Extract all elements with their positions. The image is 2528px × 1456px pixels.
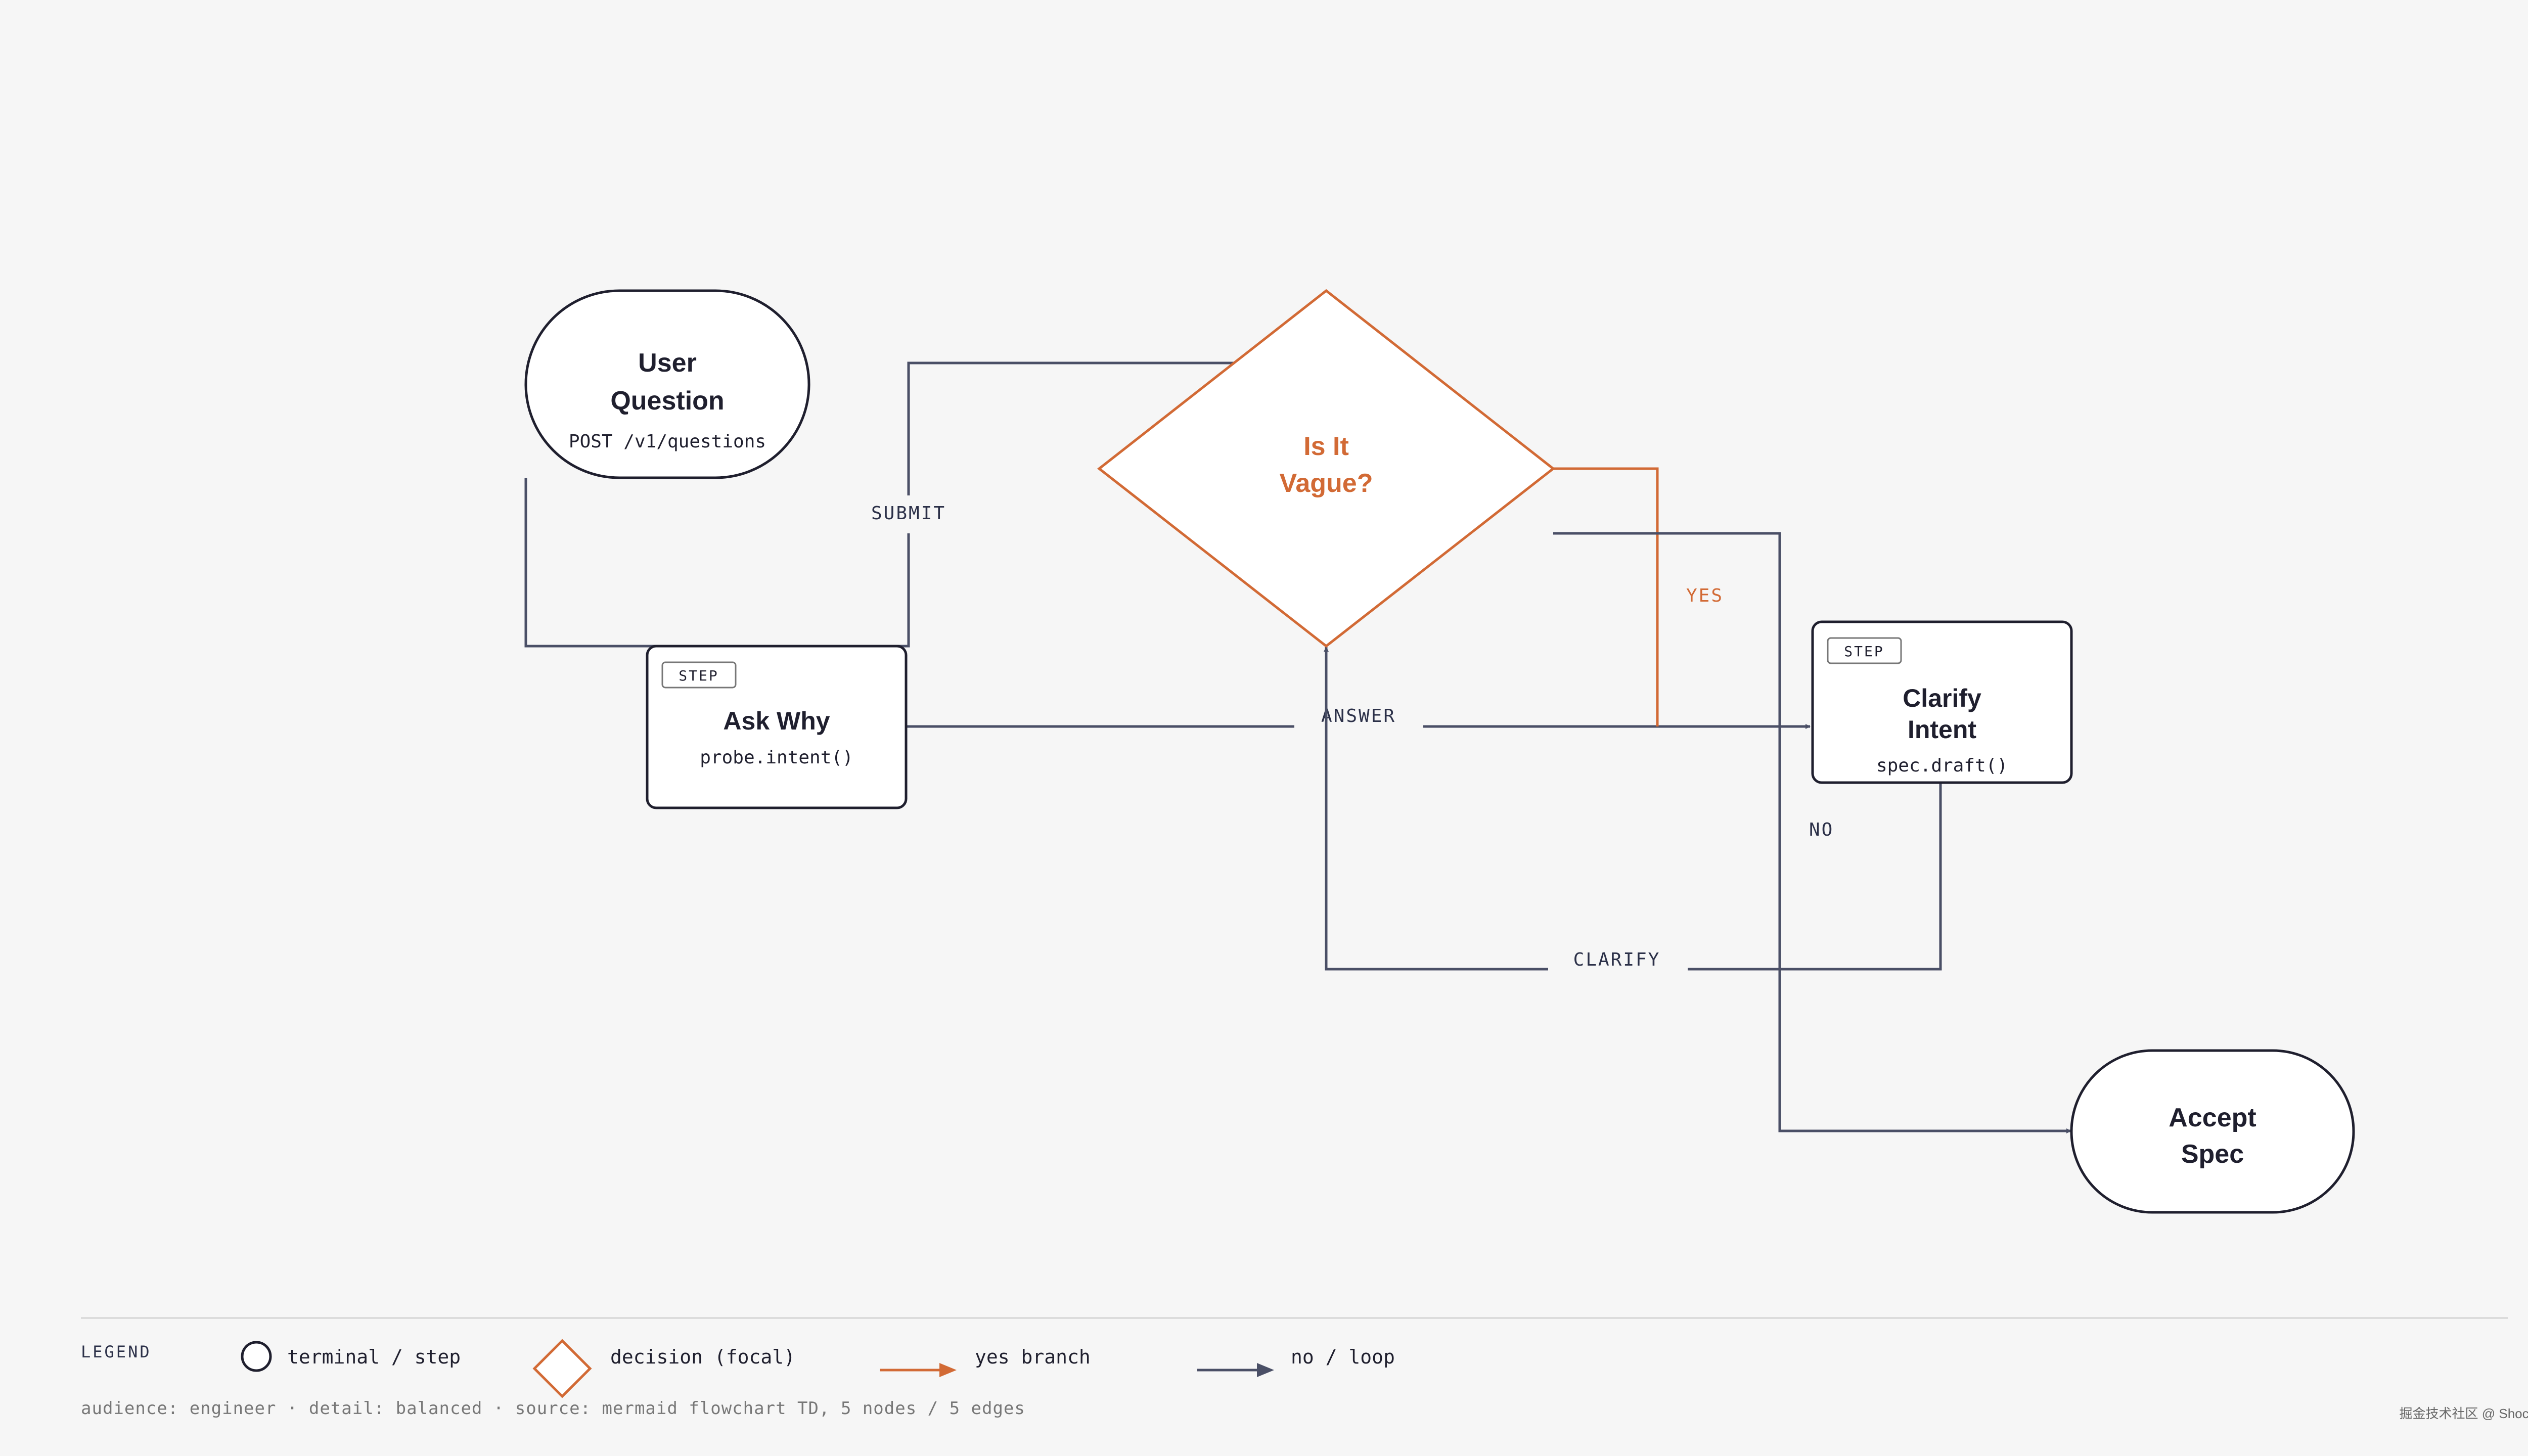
legend-terminal-label: terminal / step (287, 1346, 461, 1368)
edge-start-to-ask (524, 478, 647, 648)
node-ask-why-title: Ask Why (723, 707, 830, 735)
node-decision-title-1: Is It (1303, 432, 1349, 461)
node-accept-spec-title-1: Accept (2169, 1103, 2256, 1132)
node-ask-why[interactable]: STEP Ask Why probe.intent() (646, 645, 908, 809)
edge-yes (1552, 467, 1659, 726)
edge-label-answer: ANSWER (1321, 706, 1396, 726)
edge-label-submit: SUBMIT (871, 503, 946, 524)
node-clarify-intent-sub: spec.draft() (1876, 755, 2008, 776)
node-decision-title-2: Vague? (1280, 469, 1373, 498)
edge-clarify-right (1688, 783, 1942, 971)
edge-submit (646, 533, 910, 648)
edge-clarify-left (1324, 647, 1548, 971)
legend-no-arrow-icon (1257, 1363, 1274, 1377)
node-clarify-intent-title-2: Intent (1908, 715, 1976, 744)
node-ask-why-badge: STEP (679, 667, 718, 684)
edge-label-no: NO (1809, 820, 1834, 840)
node-clarify-intent-title-1: Clarify (1903, 684, 1981, 712)
node-user-question[interactable]: User Question POST /v1/questions (524, 289, 810, 479)
legend-yes-arrow-icon (939, 1363, 957, 1377)
node-clarify-intent-badge: STEP (1844, 643, 1884, 660)
watermark: 掘金技术社区 @ Shockang (2400, 1406, 2528, 1421)
node-accept-spec[interactable]: Accept Spec (2070, 1049, 2355, 1214)
node-user-question-title-1: User (638, 348, 697, 378)
node-clarify-intent-badge-box (1827, 637, 1902, 664)
node-decision[interactable]: Is It Vague? (1097, 289, 1556, 648)
legend-decision-icon (532, 1339, 592, 1398)
footer-meta: audience: engineer · detail: balanced · … (81, 1398, 1025, 1419)
legend-decision-label: decision (focal) (610, 1346, 795, 1368)
edge-no (1553, 532, 2071, 1133)
edge-label-clarify: CLARIFY (1573, 949, 1661, 970)
edge-submit-upper (907, 361, 1234, 495)
node-ask-why-sub: probe.intent() (700, 747, 853, 768)
node-ask-why-badge-box (661, 661, 737, 689)
node-user-question-title-2: Question (610, 386, 724, 416)
legend-terminal-icon (241, 1341, 272, 1372)
legend-yes-label: yes branch (975, 1346, 1091, 1368)
legend-title: LEGEND (81, 1342, 152, 1361)
edge-label-yes: YES (1686, 585, 1724, 606)
node-clarify-intent[interactable]: STEP Clarify Intent spec.draft() (1811, 620, 2073, 784)
node-accept-spec-title-2: Spec (2181, 1140, 2244, 1169)
legend-no-label: no / loop (1291, 1346, 1395, 1368)
node-user-question-sub: POST /v1/questions (569, 431, 766, 452)
